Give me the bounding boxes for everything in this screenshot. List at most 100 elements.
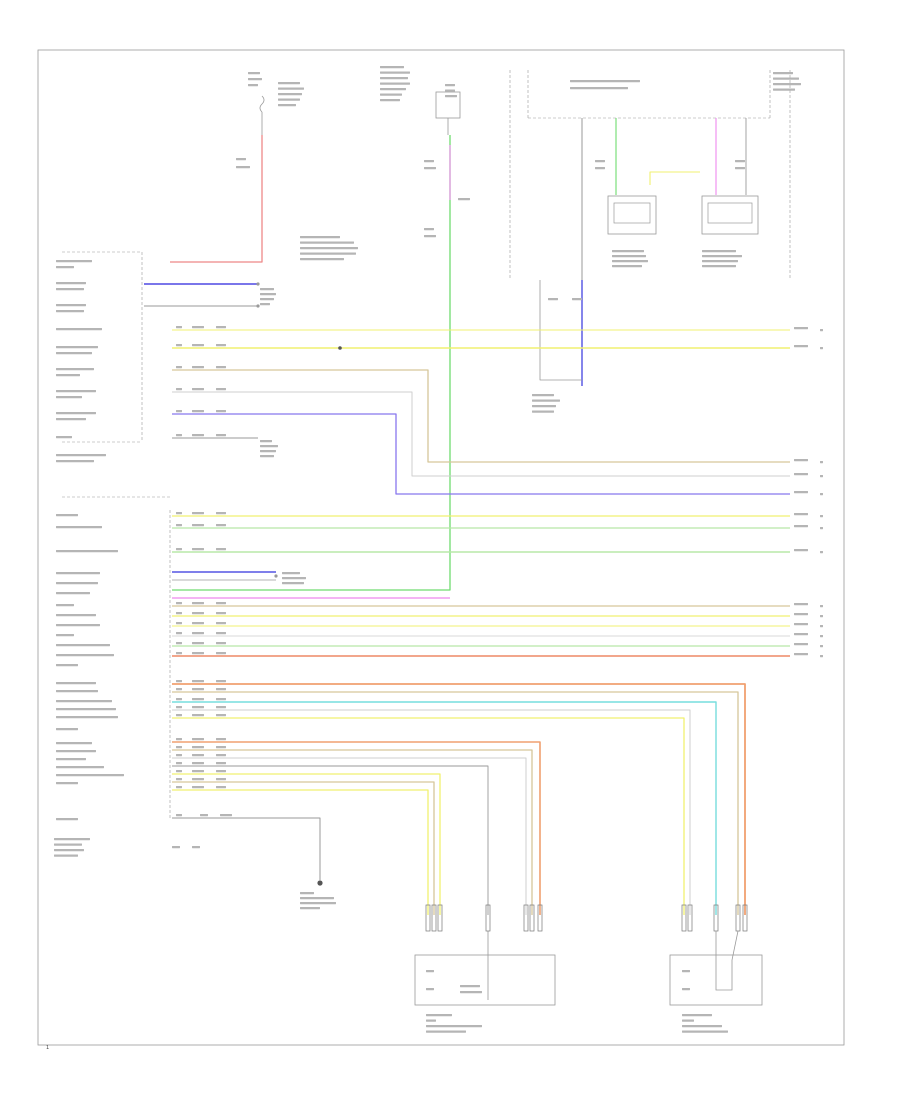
pin-number [176,770,182,773]
wire-code-label [192,512,204,515]
sensor-1-wire-g [172,789,429,915]
sensor-splice-label [282,582,304,585]
sensor-1-wire-d [172,765,489,915]
ecm-pin-label [56,282,86,285]
wire-code-label [192,524,204,527]
wire-code-label [192,706,204,709]
wire-code-label [192,434,204,437]
sensor-2-wire-a [172,683,746,915]
ecm-pin-label [56,310,84,313]
brake-switch-wire-b [172,391,790,477]
input-speed-sensor-label [612,250,644,253]
right-pin-number [820,615,823,618]
sensor-1-wire-c [172,757,527,915]
output-speed-sensor-label [702,250,736,253]
shift-lock-text [260,293,276,296]
sensor-2-wire-b [172,691,739,915]
sensor-1-label [426,1030,466,1033]
sensor-splice-label [282,572,300,575]
battery-feed-wire [170,135,263,263]
pin-number [176,680,182,683]
connector-icon [742,904,748,932]
wire-code-label [216,770,226,773]
ecm-pin-label [56,716,118,719]
ecm-pin-label [56,766,104,769]
wire-code-label [192,698,204,701]
right-wire-code [794,623,808,626]
pin-number [172,846,180,849]
wire-code-label [216,344,226,347]
pin-number [176,642,182,645]
ecm-pin-label [56,758,86,761]
power-source-text [278,93,302,96]
wire-code-label [216,602,226,605]
fuse-label-text [248,72,260,75]
wire-code-label [220,814,232,817]
wire-code-label [735,167,745,170]
sensor-1-label [426,1019,436,1022]
ecm-pin-label [56,614,96,617]
wire-code-label [216,778,226,781]
wire-code-label [192,548,204,551]
sensor-pin-label [682,988,690,991]
ecm-pin-label [56,260,92,263]
relay-pin-text [445,95,457,98]
component-layer [256,91,763,1006]
wire-code-label [192,326,204,329]
ecm-pin-label [56,514,78,517]
right-wire-code [794,513,808,516]
ecm-pin-label [56,708,116,711]
wire-code-label [216,680,226,683]
wire-code-label [216,698,226,701]
pin-number [176,326,182,329]
output-speed-sensor-label [702,265,736,268]
wire-code-label [216,632,226,635]
connector-icon [485,904,491,932]
wire-code-label [192,714,204,717]
shift-lock-text [260,298,274,301]
ecm-pin-label [56,742,92,745]
sensor-2-wire-d [172,709,691,915]
sensor-1-label [426,1025,482,1028]
connector-icon [529,904,535,932]
shift-lock-text [260,303,270,306]
pin-number [176,548,182,551]
tcm-sensor-return-wire [539,280,582,381]
sensor-2-label [682,1014,712,1017]
input-speed-sensor-label [612,260,648,263]
dlc-text [260,450,276,453]
wire-code-label [192,410,204,413]
ecm-pin-label [56,572,100,575]
ecm-pin-label [56,690,98,693]
ecm-pin-label [56,454,106,457]
ground-icon [317,880,323,886]
pin-number [176,814,182,817]
sensor-2-label [682,1019,694,1022]
wire-code-label [216,642,226,645]
ecm-pin-label [56,644,110,647]
wire-code-label [216,524,226,527]
wire-code-label [424,160,434,163]
ecm-pin-label [56,328,102,331]
pin-number [176,524,182,527]
instrument-cluster-note [300,258,344,261]
input-speed-sensor-label [612,255,646,258]
pin-number [176,714,182,717]
instrument-cluster-note [300,252,356,255]
sensor-1-inner-label [460,985,480,988]
ecm-title-label [54,838,90,841]
right-wire-code [794,653,808,656]
wire-code-label [216,652,226,655]
shift-solenoid-label [532,394,554,397]
shift-lock-text [260,288,274,291]
ecm-pin-label [56,390,96,393]
sensor-1-wire-e [172,773,441,915]
wire-code-label [192,366,204,369]
wire-code-label [216,786,226,789]
module-side-text [773,72,793,75]
ecm-pin-label [56,782,78,785]
tcm-title-text [570,87,628,90]
brake-switch-wire-a [172,369,790,463]
splice-icon [338,346,342,350]
ground-label [300,907,320,910]
